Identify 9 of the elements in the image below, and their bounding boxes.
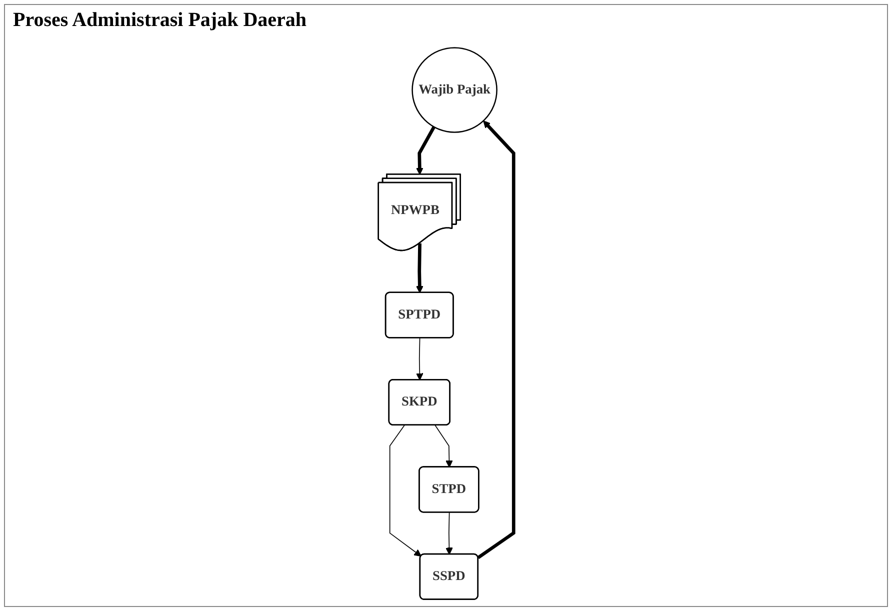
arrow [477,120,516,559]
arrow [389,424,422,557]
arrow [434,424,453,468]
arrow [416,126,436,175]
diagram-title: Proses Administrasi Pajak Daerah [13,9,308,32]
arrow [446,512,453,555]
arrow [416,243,424,294]
arrow [416,338,424,380]
node-circle: Wajib Pajak [412,47,498,133]
